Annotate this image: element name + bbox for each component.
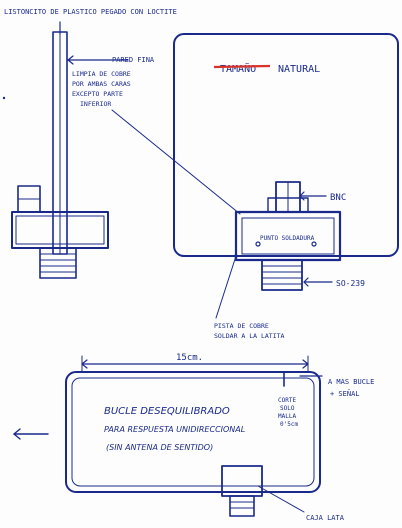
tamano-label: TAMAÑO bbox=[220, 62, 256, 75]
corte-label-1: CORTE bbox=[278, 397, 296, 404]
pista-label-1: PISTA DE COBRE bbox=[214, 322, 269, 330]
tamano-strikethrough bbox=[213, 64, 271, 69]
limpia-label-3: EXCEPTO PARTE bbox=[72, 90, 123, 98]
left-direction-arrow-head bbox=[13, 428, 21, 440]
width-label: 15cm. bbox=[176, 353, 203, 363]
caja-lata-connector bbox=[229, 495, 255, 517]
so239-label: SO-239 bbox=[336, 279, 365, 288]
ink-dot bbox=[2, 96, 6, 100]
metal-box-inner bbox=[241, 217, 335, 255]
limpia-label-1: LIMPIA DE COBRE bbox=[72, 70, 131, 78]
amas-label-1: A MAS BUCLE bbox=[328, 378, 374, 386]
caja-lata-leader bbox=[257, 485, 305, 513]
so239-connector bbox=[261, 259, 303, 291]
pared-fina-label: PARED FINA bbox=[112, 56, 155, 64]
natural-label: NATURAL bbox=[278, 64, 320, 75]
loop-inner bbox=[71, 377, 315, 487]
pcb-panel bbox=[173, 33, 399, 257]
limpia-leader bbox=[111, 109, 241, 215]
loop-outer bbox=[65, 371, 321, 493]
pared-arrow-head bbox=[67, 55, 74, 65]
so239-arrow-head bbox=[303, 277, 309, 287]
left-base-inner bbox=[15, 215, 105, 245]
bucle-title-label: BUCLE DESEQUILIBRADO bbox=[104, 406, 230, 417]
pista-dot bbox=[234, 254, 238, 258]
caja-lata-thread bbox=[229, 501, 255, 509]
limpia-label-2: POR AMBAS CARAS bbox=[72, 80, 131, 88]
sin-antena-label: (SIN ANTENA DE SENTIDO) bbox=[106, 443, 213, 452]
limpia-label-4: INFERIOR bbox=[80, 100, 111, 108]
corte-label-4: 0'5cm bbox=[280, 421, 298, 428]
top-title-label: LISTONCITO DE PLASTICO PEGADO CON LOCTIT… bbox=[4, 8, 177, 16]
left-thread-connector bbox=[39, 247, 77, 279]
caja-lata-label: CAJA LATA bbox=[306, 514, 345, 522]
solder-point-right bbox=[311, 241, 317, 247]
corte-label-2: SOLO bbox=[280, 405, 295, 412]
punto-soldadura-label: PUNTO SOLDADURA bbox=[260, 235, 315, 242]
left-thread-lines bbox=[39, 253, 77, 273]
so239-thread-lines bbox=[261, 265, 303, 285]
bnc-label: BNC bbox=[330, 193, 346, 203]
amas-label-2: + SEÑAL bbox=[330, 389, 360, 398]
pista-leader bbox=[215, 255, 237, 319]
pista-label-2: SOLDAR A LA LATITA bbox=[214, 332, 285, 340]
solder-point-left bbox=[255, 241, 261, 247]
corte-label-3: MALLA bbox=[278, 413, 296, 420]
respuesta-label: PARA RESPUESTA UNIDIRECCIONAL bbox=[104, 425, 245, 434]
bnc-arrow-head bbox=[299, 191, 305, 201]
